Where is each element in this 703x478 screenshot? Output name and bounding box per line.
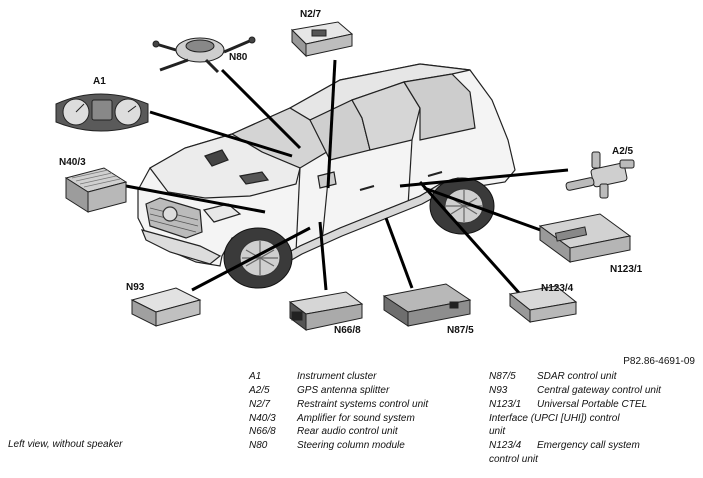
legend-description: Amplifier for sound system: [297, 413, 415, 424]
label-n123-4: N123/4: [541, 283, 574, 294]
restraint-control-unit-image: [290, 21, 354, 58]
legend-description: Emergency call system: [537, 440, 640, 451]
central-gateway-unit-image: [130, 287, 202, 327]
legend-left: A1 Instrument cluster A2/5 GPS antenna s…: [249, 371, 479, 467]
vehicle-body: [137, 63, 516, 267]
upci-control-unit-image: [538, 213, 632, 263]
legend-description: GPS antenna splitter: [297, 385, 390, 396]
rear-audio-unit-image: [288, 291, 364, 331]
legend-code: N93: [489, 385, 508, 396]
legend-continuation: Interface (UPCI [UHI]) control: [489, 413, 620, 424]
leader-lines: [125, 59, 569, 295]
legend-code: A2/5: [249, 385, 270, 396]
legend-code: N66/8: [249, 426, 276, 437]
legend-description: Central gateway control unit: [537, 385, 661, 396]
legend-code: N87/5: [489, 371, 516, 382]
label-n87-5: N87/5: [447, 325, 474, 336]
label-n93: N93: [126, 282, 145, 293]
label-n2-7: N2/7: [300, 9, 322, 20]
legend-description: Universal Portable CTEL: [537, 399, 648, 410]
legend-description: SDAR control unit: [537, 371, 617, 382]
label-n123-1: N123/1: [610, 264, 643, 275]
label-n80: N80: [229, 52, 248, 63]
label-a1: A1: [93, 76, 106, 87]
instrument-cluster-image: [55, 93, 149, 132]
legend-code: N123/1: [489, 399, 522, 410]
front-wheel: [223, 227, 293, 289]
amplifier-image: [64, 167, 128, 213]
emergency-call-unit-image: [508, 285, 578, 324]
sdar-control-unit-image: [382, 283, 472, 327]
legend-code: N2/7: [249, 399, 271, 410]
legend-code: A1: [249, 371, 262, 382]
legend-continuation: control unit: [489, 454, 538, 465]
legend-description: Instrument cluster: [297, 371, 377, 382]
legend-description: Steering column module: [297, 440, 405, 451]
label-n66-8: N66/8: [334, 325, 361, 336]
steering-column-module-image: [152, 36, 256, 74]
legend-right: N87/5 SDAR control unit N93 Central gate…: [489, 371, 699, 471]
legend-code: N123/4: [489, 440, 522, 451]
gps-antenna-splitter-image: [565, 151, 635, 199]
legend-description: Rear audio control unit: [297, 426, 398, 437]
label-a2-5: A2/5: [612, 146, 634, 157]
label-n40-3: N40/3: [59, 157, 86, 168]
legend-code: N80: [249, 440, 268, 451]
view-caption: Left view, without speaker: [8, 439, 123, 450]
legend-code: N40/3: [249, 413, 276, 424]
legend-description: Restraint systems control unit: [297, 399, 429, 410]
document-reference: P82.86-4691-09: [623, 356, 695, 367]
legend-continuation: unit: [489, 426, 506, 437]
